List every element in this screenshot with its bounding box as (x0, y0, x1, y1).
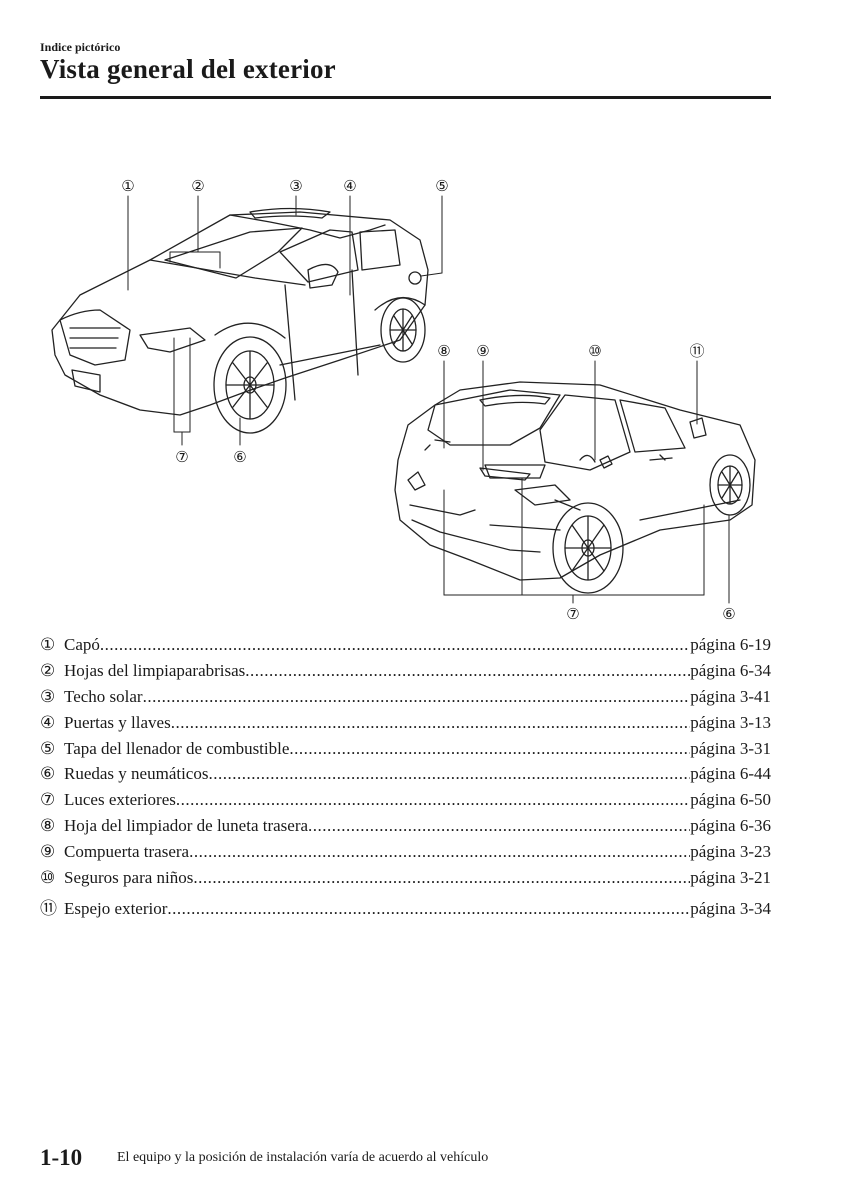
toc-number: ③ (40, 686, 56, 706)
toc-item[interactable]: ④ Puertas y llaves página 3-13 (40, 713, 771, 739)
toc-leader-dots (308, 816, 690, 836)
toc-item[interactable]: ⑨ Compuerta trasera página 3-23 (40, 842, 771, 868)
toc-label: Techo solar (64, 686, 143, 706)
toc-item[interactable]: ⑤ Tapa del llenador de combustible págin… (40, 739, 771, 765)
toc-number: ④ (40, 712, 56, 732)
callout-2: ② (191, 177, 204, 195)
toc-page-ref[interactable]: página 6-19 (690, 635, 771, 654)
callout-7-front: ⑦ (175, 448, 188, 466)
callout-9: ⑨ (476, 342, 489, 360)
toc-leader-dots (143, 687, 691, 707)
toc-label: Tapa del llenador de combustible (64, 738, 290, 758)
toc-leader-dots (245, 661, 690, 681)
toc-leader-dots (171, 713, 691, 733)
callout-3: ③ (289, 177, 302, 195)
toc-number: ⑥ (40, 764, 56, 784)
toc-label: Luces exteriores (64, 790, 176, 810)
callout-8: ⑧ (437, 342, 450, 360)
leader-lines (127, 195, 730, 604)
toc-leader-dots (100, 635, 690, 655)
toc-leader-dots (167, 899, 690, 919)
toc-number: ⑪ (40, 898, 57, 918)
callout-4: ④ (343, 177, 356, 195)
toc-label: Espejo exterior (64, 898, 168, 918)
toc-label: Compuerta trasera (64, 842, 190, 862)
callout-10: ⑩ (588, 342, 601, 360)
toc-item[interactable]: ① Capó página 6-19 (40, 635, 771, 661)
toc-page-ref[interactable]: página 3-31 (690, 738, 771, 758)
toc-page-ref[interactable]: página 6-36 (690, 816, 771, 836)
section-label: Indice pictórico (40, 40, 121, 54)
toc-label: Hoja del limpiador de luneta trasera (64, 816, 309, 836)
front-car-drawing (51, 207, 429, 434)
callout-7-rear: ⑦ (566, 605, 579, 623)
toc-item[interactable]: ⑩ Seguros para niños página 3-21 (40, 868, 771, 894)
toc-label: Seguros para niños (64, 868, 194, 888)
callout-1: ① (121, 177, 134, 195)
toc-page-ref[interactable]: página 3-13 (690, 712, 771, 732)
toc-item[interactable]: ⑥ Ruedas y neumáticos página 6-44 (40, 764, 771, 790)
toc-page-ref[interactable]: página 6-50 (690, 790, 771, 810)
toc-leader-dots (189, 842, 690, 862)
page-number: 1-10 (40, 1145, 83, 1170)
toc-number: ⑨ (40, 842, 56, 862)
toc-number: ⑧ (40, 816, 56, 836)
toc-page-ref[interactable]: página 3-23 (690, 842, 771, 862)
callout-11: ⑪ (689, 342, 704, 360)
toc-label: Puertas y llaves (64, 712, 171, 732)
toc-item[interactable]: ⑧ Hoja del limpiador de luneta trasera p… (40, 816, 771, 842)
callout-5: ⑤ (435, 177, 448, 195)
toc-leader-dots (208, 764, 690, 784)
toc-number: ⑦ (40, 790, 56, 810)
toc-number: ② (40, 660, 56, 680)
title-rule (40, 96, 771, 99)
callout-6-rear: ⑥ (722, 605, 735, 623)
callout-6-front: ⑥ (233, 448, 246, 466)
toc-page-ref[interactable]: página 6-34 (690, 660, 771, 680)
page-title: Vista general del exterior (40, 54, 336, 84)
footer-note: El equipo y la posición de instalación v… (117, 1150, 489, 1165)
toc-number: ⑤ (40, 738, 56, 758)
toc-leader-dots (176, 790, 690, 810)
toc-item[interactable]: ③ Techo solar página 3-41 (40, 687, 771, 713)
toc-item[interactable]: ⑪ Espejo exterior página 3-34 (40, 894, 771, 920)
toc-number: ① (40, 635, 56, 654)
toc-item[interactable]: ⑦ Luces exteriores página 6-50 (40, 790, 771, 816)
toc-label: Hojas del limpiaparabrisas (64, 660, 246, 680)
toc-item[interactable]: ② Hojas del limpiaparabrisas página 6-34 (40, 661, 771, 687)
toc-leader-dots (193, 868, 690, 888)
toc-list: ① Capó página 6-19 ② Hojas del limpiapar… (40, 635, 771, 920)
toc-label: Capó (64, 635, 100, 654)
toc-page-ref[interactable]: página 3-21 (690, 868, 771, 888)
toc-page-ref[interactable]: página 3-34 (690, 898, 771, 918)
rear-car-drawing (394, 381, 756, 594)
toc-label: Ruedas y neumáticos (64, 764, 209, 784)
toc-number: ⑩ (40, 868, 56, 888)
toc-page-ref[interactable]: página 3-41 (690, 686, 771, 706)
toc-page-ref[interactable]: página 6-44 (690, 764, 771, 784)
exterior-illustration: ① ② ③ ④ ⑤ ⑦ ⑥ ⑧ ⑨ ⑩ ⑪ ⑦ ⑥ (40, 160, 771, 630)
toc-leader-dots (289, 739, 690, 759)
